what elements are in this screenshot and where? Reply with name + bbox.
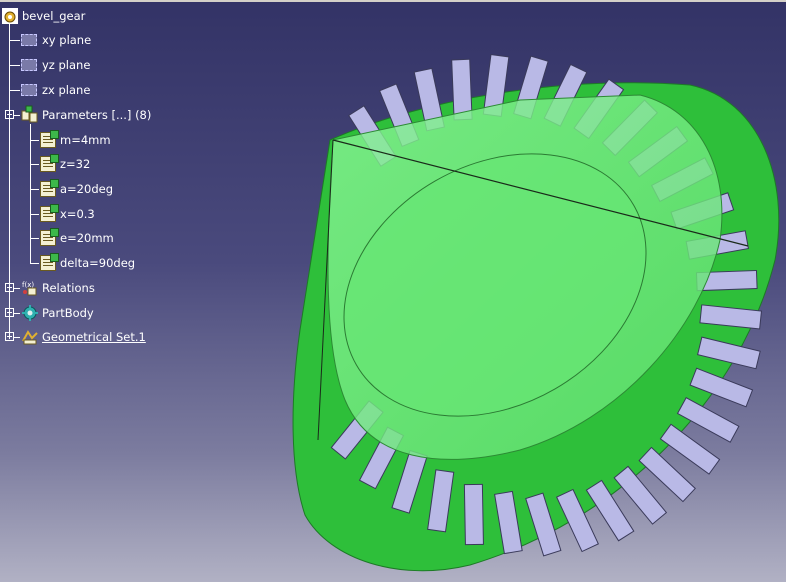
gear-tooth: [525, 492, 562, 557]
relations-icon: f(x): [20, 278, 40, 298]
partbody-label: PartBody: [42, 306, 94, 320]
geometrical-set-label: Geometrical Set.1: [42, 330, 146, 344]
tree-node-xy-plane[interactable]: xy plane: [20, 30, 91, 50]
tree-node-yz-plane[interactable]: yz plane: [20, 55, 90, 75]
parameter-icon: [38, 253, 59, 273]
tree-node-geometrical-set[interactable]: Geometrical Set.1: [20, 327, 146, 347]
gear-tooth: [697, 336, 761, 370]
expand-relations-toggle[interactable]: [5, 283, 14, 292]
tree-branch-line: [30, 124, 31, 264]
parameter-e-label: e=20mm: [60, 231, 114, 245]
tree-node-parameter-a[interactable]: a=20deg: [38, 179, 113, 199]
tree-node-partbody[interactable]: PartBody: [20, 303, 94, 323]
tree-node-parameters[interactable]: Parameters [...] (8): [20, 105, 151, 125]
parameter-icon: [38, 130, 59, 150]
tree-node-relations[interactable]: f(x) Relations: [20, 278, 95, 298]
gear-tooth: [699, 304, 763, 330]
parameter-icon: [38, 228, 59, 248]
gear-tooth: [463, 483, 484, 546]
parameter-icon: [38, 179, 59, 199]
tree-node-parameter-x[interactable]: x=0.3: [38, 204, 95, 224]
parameter-m-label: m=4mm: [60, 133, 111, 147]
relations-label: Relations: [42, 281, 95, 295]
plane-icon: [20, 80, 40, 100]
cone-axis-line: [332, 139, 749, 247]
tree-node-parameter-e[interactable]: e=20mm: [38, 228, 114, 248]
tree-trunk-line: [9, 20, 10, 338]
gear-tooth: [676, 396, 740, 443]
geometrical-set-icon: [20, 327, 40, 347]
tree-node-root[interactable]: bevel_gear: [0, 6, 85, 26]
xy-plane-label: xy plane: [42, 33, 92, 47]
part-gear-icon: [0, 6, 20, 26]
tree-node-parameter-m[interactable]: m=4mm: [38, 130, 111, 150]
gear-tooth: [427, 469, 455, 533]
parameter-icon: [38, 154, 59, 174]
parameter-delta-label: delta=90deg: [60, 256, 136, 270]
expand-partbody-toggle[interactable]: [5, 308, 14, 317]
tree-node-zx-plane[interactable]: zx plane: [20, 80, 90, 100]
gear-tooth: [585, 479, 635, 542]
gear-tooth: [659, 423, 721, 475]
window-top-border: [0, 0, 786, 2]
parameter-x-label: x=0.3: [60, 207, 95, 221]
parameter-z-label: z=32: [60, 157, 91, 171]
gear-tooth: [638, 446, 696, 503]
parameters-label: Parameters [...] (8): [42, 108, 152, 122]
pitch-ellipse: [343, 153, 647, 417]
partbody-icon: [20, 303, 40, 323]
svg-text:f(x): f(x): [22, 281, 34, 289]
collapse-parameters-toggle[interactable]: [5, 110, 14, 119]
gear-tooth: [689, 367, 754, 408]
tree-root-label: bevel_gear: [22, 9, 86, 23]
tree-node-parameter-delta[interactable]: delta=90deg: [38, 253, 135, 273]
gear-tooth: [613, 465, 668, 525]
cone-generatrix-line: [317, 139, 334, 441]
specification-tree: bevel_gear xy plane yz plane zx plane: [0, 0, 300, 360]
tree-node-parameter-z[interactable]: z=32: [38, 154, 90, 174]
parameter-a-label: a=20deg: [60, 182, 113, 196]
gear-tooth: [494, 490, 523, 555]
gear-tooth: [556, 488, 599, 553]
expand-geometrical-set-toggle[interactable]: [5, 332, 14, 341]
plane-icon: [20, 55, 40, 75]
zx-plane-label: zx plane: [42, 83, 91, 97]
parameter-icon: [38, 204, 59, 224]
parameters-icon: [20, 105, 40, 125]
plane-icon: [20, 30, 40, 50]
yz-plane-label: yz plane: [42, 58, 91, 72]
